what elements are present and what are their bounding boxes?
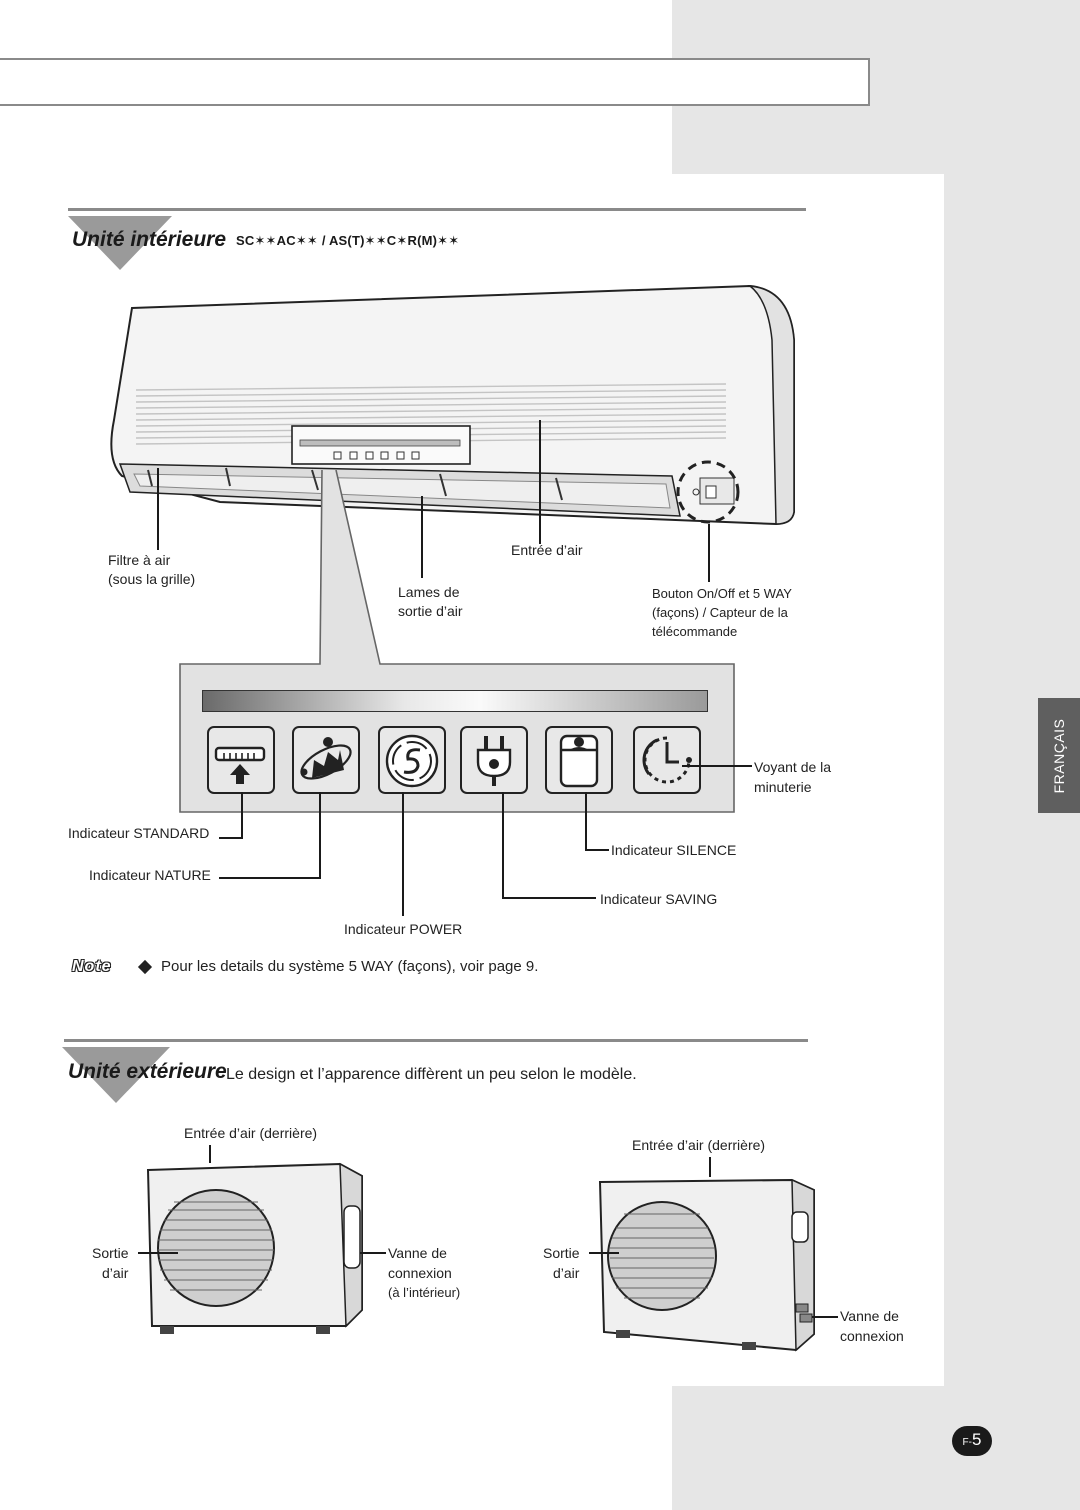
- timer-icon: [633, 726, 701, 794]
- section-rule-outdoor: [64, 1039, 808, 1042]
- section-triangle-outdoor: [62, 1047, 170, 1103]
- leader-blades: [421, 496, 423, 578]
- indoor-unit-illustration: [110, 284, 795, 526]
- label-left-valve-line1: Vanne de: [388, 1245, 447, 1261]
- label-right-valve-line2: connexion: [840, 1328, 904, 1344]
- label-left-outlet-line2: d’air: [102, 1265, 129, 1281]
- header-box: [0, 58, 870, 106]
- section-rule-indoor: [68, 208, 806, 211]
- note-tag: Note: [72, 958, 112, 975]
- power-icon: [378, 726, 446, 794]
- note-text: Pour les details du système 5 WAY (façon…: [161, 958, 539, 975]
- leader-right-valve: [812, 1316, 838, 1318]
- section-triangle-indoor: [68, 216, 172, 270]
- label-saving: Indicateur SAVING: [600, 891, 718, 907]
- label-right-intake: Entrée d’air (derrière): [632, 1137, 766, 1153]
- leader-saving-h: [502, 897, 596, 899]
- label-right-outlet-line1: Sortie: [543, 1245, 580, 1261]
- page-background-right-strip: [944, 174, 1080, 1510]
- label-left-valve-line2: connexion: [388, 1265, 452, 1281]
- label-button-line3: télécommande: [652, 624, 738, 639]
- label-left-outlet-line1: Sortie: [92, 1245, 129, 1261]
- label-silence: Indicateur SILENCE: [611, 842, 737, 858]
- leader-nature-h: [219, 877, 321, 879]
- leader-saving-v: [502, 792, 504, 898]
- label-left-intake: Entrée d’air (derrière): [184, 1125, 318, 1141]
- label-button-line2: (façons) / Capteur de la: [652, 605, 788, 620]
- standard-icon: [207, 726, 275, 794]
- page-number-value: 5: [971, 1430, 982, 1449]
- air-grille: [135, 383, 727, 445]
- nature-icon: [292, 726, 360, 794]
- outdoor-subtitle: Le design et l’apparence diffèrent un pe…: [226, 1066, 637, 1083]
- label-power: Indicateur POWER: [344, 921, 463, 937]
- leader-timer-h: [682, 765, 752, 767]
- label-button-line1: Bouton On/Off et 5 WAY: [652, 586, 792, 601]
- leader-silence-v: [585, 792, 587, 850]
- leader-power-v: [402, 792, 404, 916]
- silence-icon: [545, 726, 613, 794]
- language-tab: FRANÇAIS: [1038, 698, 1080, 813]
- leader-intake: [539, 420, 541, 544]
- leader-standard-v: [241, 792, 243, 838]
- label-blades-line2: sortie d’air: [398, 603, 463, 619]
- diamond-bullet-icon: [137, 959, 153, 975]
- outdoor-title: Unité extérieure: [68, 1060, 227, 1083]
- leader-nature-v: [319, 792, 321, 878]
- label-timer-line2: minuterie: [754, 779, 812, 795]
- leader-left-intake: [209, 1145, 211, 1163]
- saving-icon: [460, 726, 528, 794]
- language-tab-label: FRANÇAIS: [1051, 718, 1067, 793]
- label-right-valve-line1: Vanne de: [840, 1308, 899, 1324]
- outdoor-unit-right-illustration: [598, 1178, 815, 1352]
- label-right-outlet-line2: d’air: [553, 1265, 580, 1281]
- leader-left-outlet: [138, 1252, 178, 1254]
- indoor-title: Unité intérieure: [72, 228, 227, 251]
- display-panel-bar: [202, 690, 708, 712]
- leader-silence-h: [585, 849, 609, 851]
- page-background-bottom: [672, 1386, 944, 1510]
- label-standard: Indicateur STANDARD: [68, 825, 210, 841]
- leader-standard-h: [219, 837, 243, 839]
- leader-right-intake: [709, 1157, 711, 1177]
- page-number-prefix: F-: [962, 1437, 972, 1448]
- label-timer-line1: Voyant de la: [754, 759, 832, 775]
- leader-right-outlet: [589, 1252, 619, 1254]
- leader-left-valve: [360, 1252, 386, 1254]
- indoor-model-code: SC✶✶AC✶✶ / AS(T)✶✶C✶R(M)✶✶: [236, 233, 460, 248]
- label-blades-line1: Lames de: [398, 584, 460, 600]
- label-intake: Entrée d’air: [511, 542, 583, 558]
- page-number-badge: F- 5: [952, 1426, 992, 1456]
- label-filter-line2: (sous la grille): [108, 571, 196, 587]
- label-nature: Indicateur NATURE: [89, 867, 211, 883]
- leader-filter: [157, 468, 159, 550]
- leader-button: [708, 524, 710, 582]
- outdoor-unit-left-illustration: [146, 1162, 363, 1334]
- label-filter-line1: Filtre à air: [108, 552, 171, 568]
- label-left-valve-line3: (à l’intérieur): [388, 1285, 461, 1300]
